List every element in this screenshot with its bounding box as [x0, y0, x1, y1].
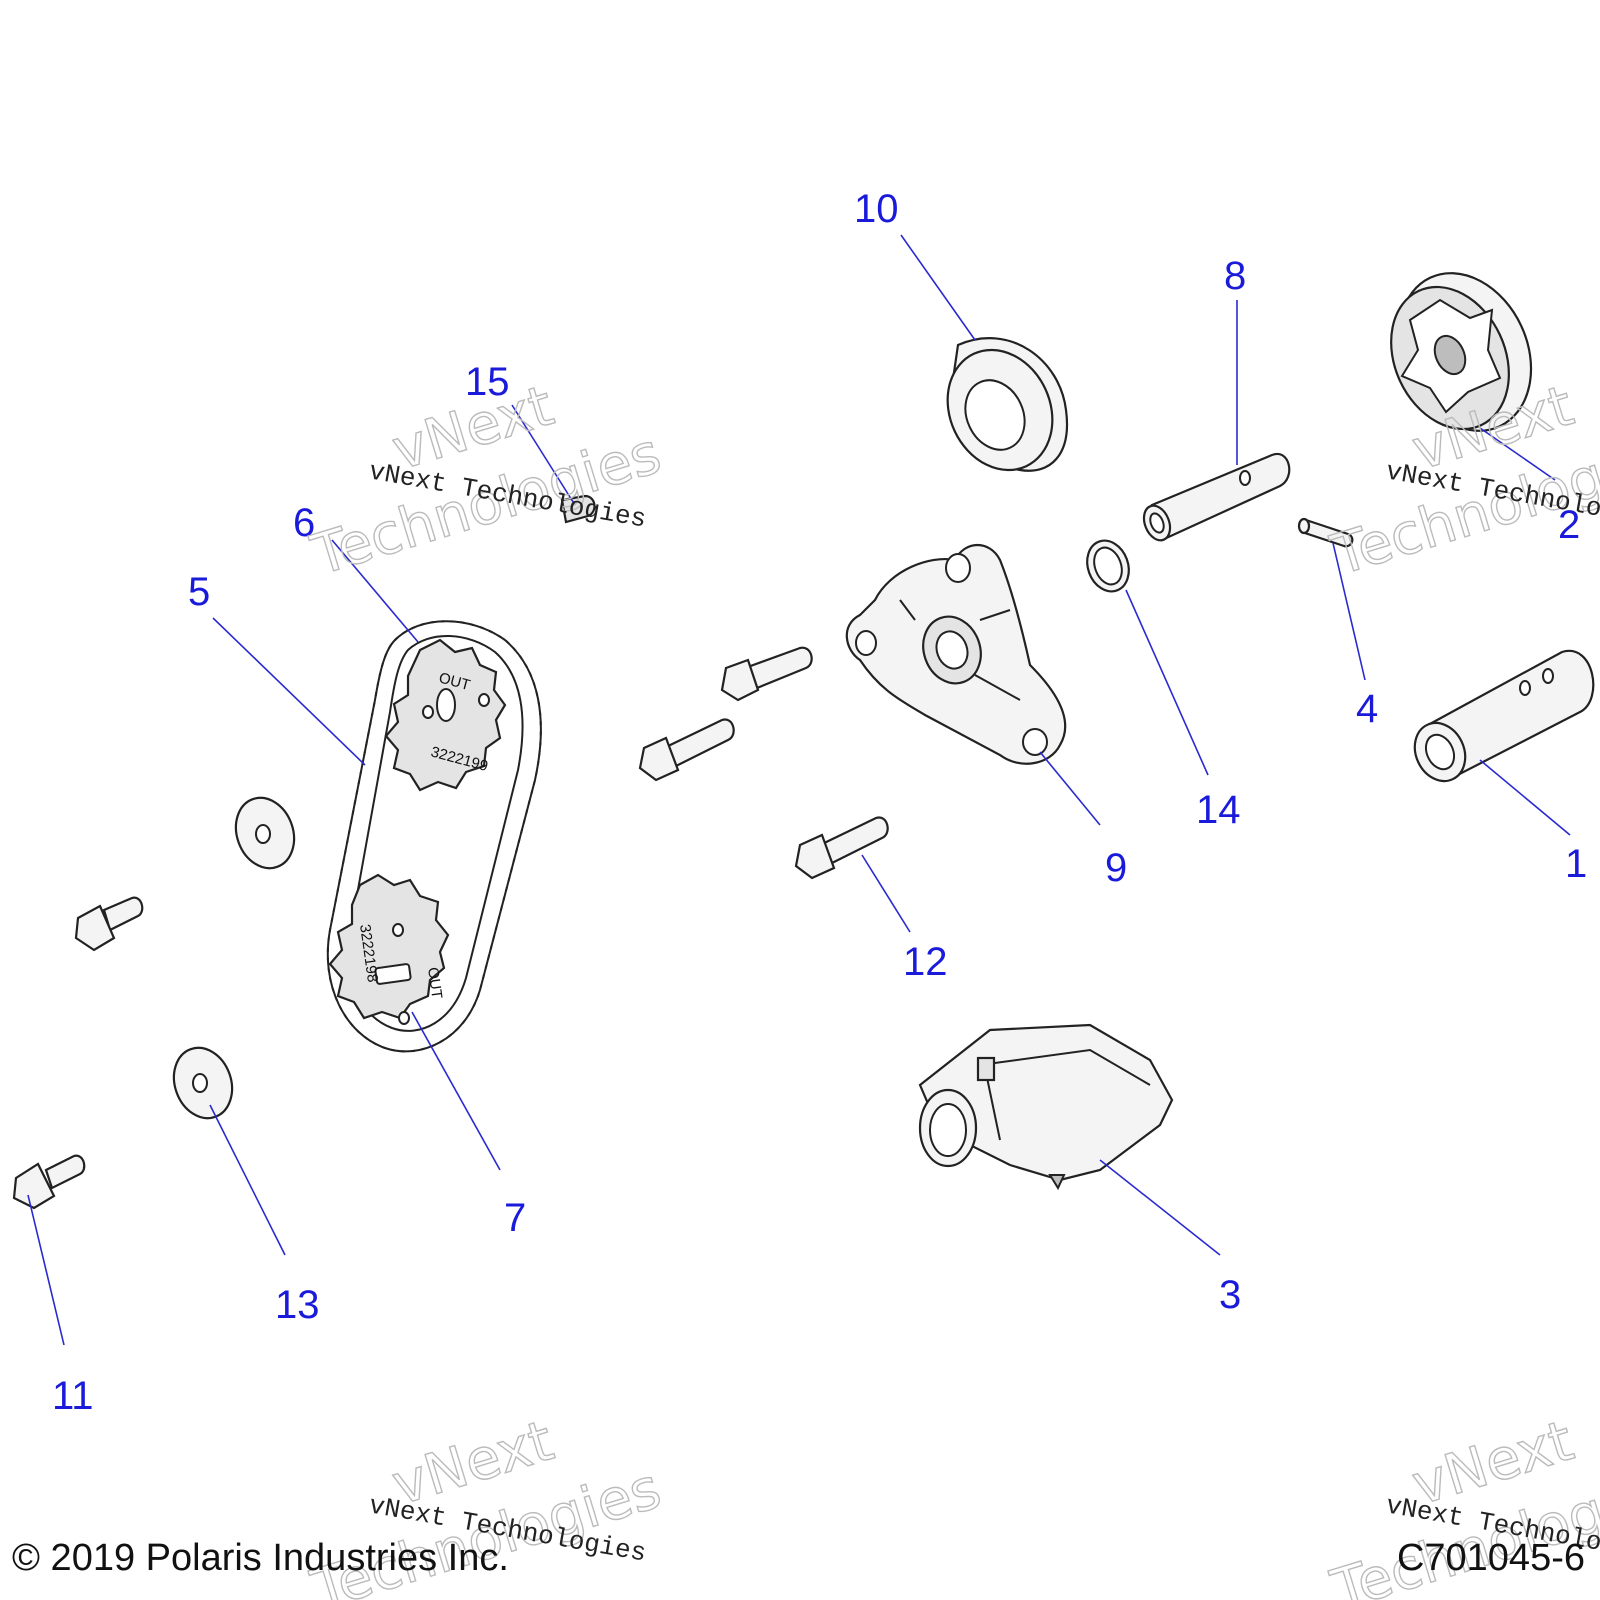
leader-lines	[27, 234, 1571, 1346]
small-pin-part-4	[1297, 517, 1354, 548]
callout-3: 3	[1219, 1273, 1241, 1317]
oil-pickup-part-3	[918, 1023, 1174, 1191]
callout-8: 8	[1224, 254, 1246, 298]
chain-and-sprockets: OUT 3222199 3222198 OUT	[326, 620, 542, 1053]
bolt-part-12	[794, 816, 889, 880]
callout-11: 11	[52, 1374, 94, 1418]
watermark-top-right: vNext Technologies vNext Technologies	[1323, 373, 1600, 590]
callout-4: 4	[1356, 687, 1378, 731]
washer-part-13	[172, 1046, 234, 1120]
bolt-left-upper	[74, 896, 144, 952]
bolt-cover-upper	[720, 646, 813, 702]
bolt-part-11	[12, 1154, 86, 1210]
key-part-15	[560, 494, 596, 524]
callout-numbers: 1 2 3 4 5 6 7 8 9 10 11 12 13 14 15	[52, 187, 1587, 1418]
callout-15: 15	[465, 360, 510, 404]
shaft-part-1	[1413, 649, 1595, 783]
pump-cover-part-9	[845, 544, 1067, 765]
callout-14: 14	[1196, 788, 1241, 832]
sprocket-lower: 3222198 OUT	[328, 873, 450, 1025]
washer-upper	[234, 796, 296, 870]
bolt-cover-lower	[638, 718, 735, 782]
figure-code: C701045-6	[1397, 1537, 1585, 1579]
callout-13: 13	[275, 1283, 320, 1327]
callout-5: 5	[188, 570, 210, 614]
o-ring-part-14	[1086, 539, 1130, 593]
callout-12: 12	[903, 940, 948, 984]
sprocket-lower-stamp-out: OUT	[424, 966, 445, 1000]
watermark-top-left: vNext Technologies vNext Technologies	[303, 373, 668, 590]
callout-9: 9	[1105, 846, 1127, 890]
copyright-notice: © 2019 Polaris Industries Inc.	[12, 1537, 509, 1579]
callout-2: 2	[1558, 503, 1580, 547]
callout-7: 7	[504, 1196, 526, 1240]
callout-10: 10	[854, 187, 899, 231]
shaft-part-8	[1142, 452, 1291, 542]
outer-rotor-part-2	[1390, 272, 1533, 432]
rotor-ring-part-10	[946, 337, 1069, 472]
callout-6: 6	[293, 501, 315, 545]
sprocket-upper: OUT 3222199	[384, 638, 507, 792]
callout-1: 1	[1565, 842, 1587, 886]
